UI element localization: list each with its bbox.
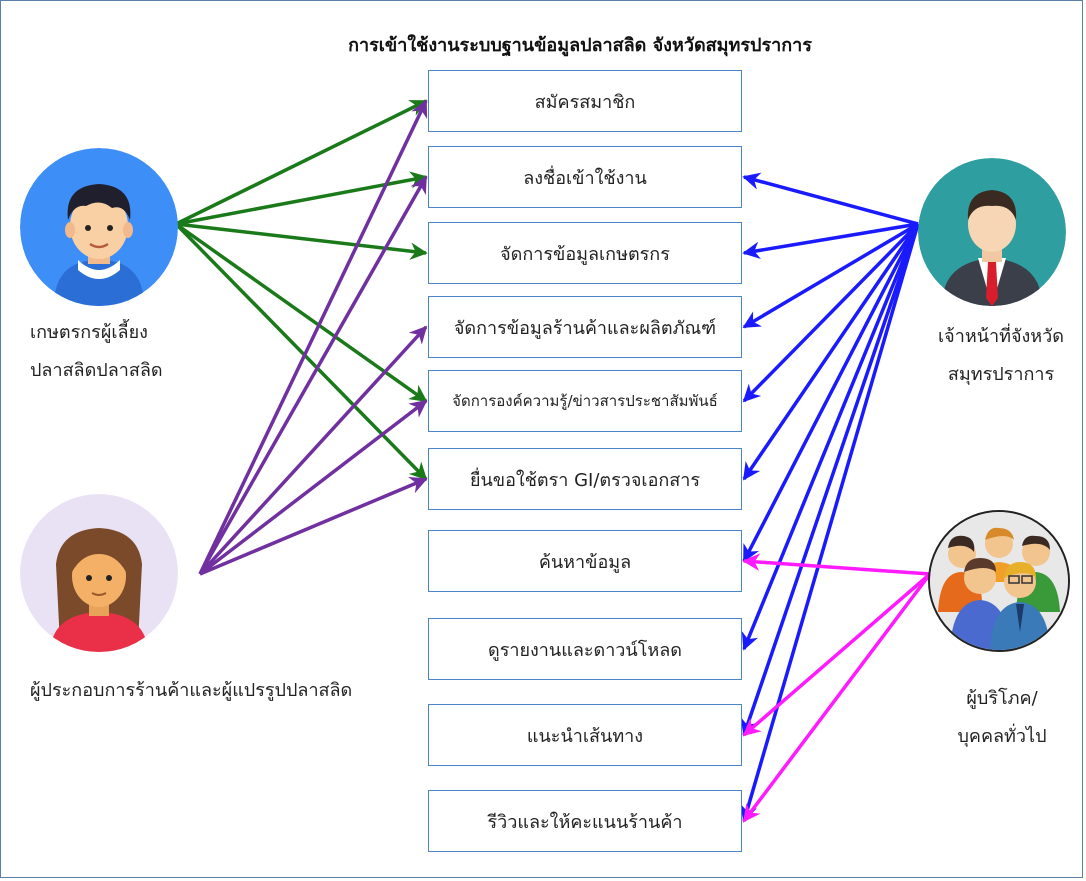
officer-arrow-to-search-data [742, 223, 920, 563]
function-box-manage-farmer-data: จัดการข้อมูลเกษตรกร [428, 222, 742, 284]
diagram-title: การเข้าใช้งานระบบฐานข้อมูลปลาสลิด จังหวั… [348, 35, 812, 56]
farmer-arrow-to-login [175, 171, 428, 226]
function-box-view-reports-download: ดูรายงานและดาวน์โหลด [428, 618, 742, 680]
consumer-arrow-to-search-data [742, 553, 931, 576]
entrepreneur-arrow-to-manage-knowledge-news [198, 399, 428, 576]
farmer-avatar-icon [20, 148, 178, 306]
consumer-group-icon [928, 510, 1070, 652]
entrepreneur-arrow-to-register [198, 99, 428, 575]
function-box-route-guidance: แนะนำเส้นทาง [428, 704, 742, 766]
officer-arrow-to-request-gi-mark [742, 223, 920, 481]
consumer-label: ผู้บริโภค/ บุคคลทั่วไป [946, 680, 1058, 756]
officer-arrow-to-manage-farmer-data [742, 222, 919, 260]
officer-label-line2: สมุทรปราการ [947, 364, 1055, 385]
officer-arrow-to-review-rate-shop [740, 223, 920, 823]
entrepreneur-arrow-to-manage-shop-products [198, 325, 428, 576]
entrepreneur-arrow-to-request-gi-mark [199, 477, 428, 576]
consumer-arrow-to-route-guidance [742, 572, 932, 737]
entrepreneur-label-line1: ผู้ประกอบการร้านค้าและผู้แปรรูปปลาสลิด [30, 680, 353, 701]
function-box-request-gi-mark: ยื่นขอใช้ตรา GI/ตรวจเอกสาร [428, 448, 742, 510]
entrepreneur-label: ผู้ประกอบการร้านค้าและผู้แปรรูปปลาสลิด [30, 672, 352, 710]
farmer-arrow-to-request-gi-mark [174, 222, 428, 481]
officer-arrow-to-login [742, 172, 919, 226]
farmer-label-line1: เกษตรกรผู้เลี้ยง [30, 322, 148, 343]
farmer-label: เกษตรกรผู้เลี้ยง ปลาสลิดปลาสลิด [30, 314, 163, 390]
officer-avatar-icon [918, 158, 1066, 306]
function-box-manage-shop-products: จัดการข้อมูลร้านค้าและผลิตภัณฑ์ [428, 296, 742, 358]
consumer-arrow-to-review-rate-shop [742, 572, 932, 823]
entrepreneur-avatar-icon [20, 494, 178, 652]
farmer-arrow-to-register [175, 99, 428, 226]
consumer-label-line1: ผู้บริโภค/ [966, 688, 1038, 709]
function-box-login: ลงชื่อเข้าใช้งาน [428, 146, 742, 208]
officer-label-line1: เจ้าหน้าที่จังหวัด [938, 326, 1064, 347]
officer-arrow-to-manage-shop-products [742, 222, 919, 329]
farmer-arrow-to-manage-knowledge-news [174, 222, 428, 403]
function-box-review-rate-shop: รีวิวและให้คะแนนร้านค้า [428, 790, 742, 852]
function-box-register: สมัครสมาชิก [428, 70, 742, 132]
officer-arrow-to-view-reports-download [741, 223, 920, 651]
consumer-label-line2: บุคคลทั่วไป [957, 726, 1047, 747]
function-box-manage-knowledge-news: จัดการองค์ความรู้/ข่าวสารประชาสัมพันธ์ [428, 370, 742, 432]
officer-label: เจ้าหน้าที่จังหวัด สมุทรปราการ [926, 318, 1076, 394]
entrepreneur-arrow-to-login [198, 175, 428, 575]
farmer-label-line2: ปลาสลิดปลาสลิด [30, 360, 163, 381]
officer-arrow-to-route-guidance [740, 223, 920, 737]
officer-arrow-to-manage-knowledge-news [742, 222, 920, 403]
function-box-search-data: ค้นหาข้อมูล [428, 530, 742, 592]
